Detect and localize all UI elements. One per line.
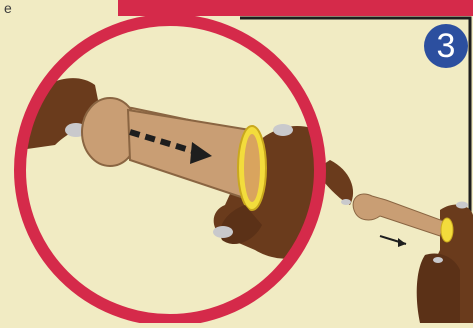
zoom-fingernail-2 <box>213 226 233 238</box>
small-fingernail-2 <box>341 199 351 205</box>
small-arrow-right-icon <box>380 236 406 247</box>
small-condom-rim <box>441 218 453 242</box>
small-fingernail <box>456 202 468 209</box>
small-hand-bottom <box>417 253 460 323</box>
small-fingernail-3 <box>433 257 443 263</box>
zoom-circle <box>20 20 348 320</box>
zoom-fingernail-3 <box>273 124 293 136</box>
corner-text: e <box>4 0 12 16</box>
step-number-badge: 3 <box>424 24 468 68</box>
header-banner <box>118 0 473 16</box>
small-model <box>353 194 446 236</box>
small-scene <box>315 160 473 323</box>
